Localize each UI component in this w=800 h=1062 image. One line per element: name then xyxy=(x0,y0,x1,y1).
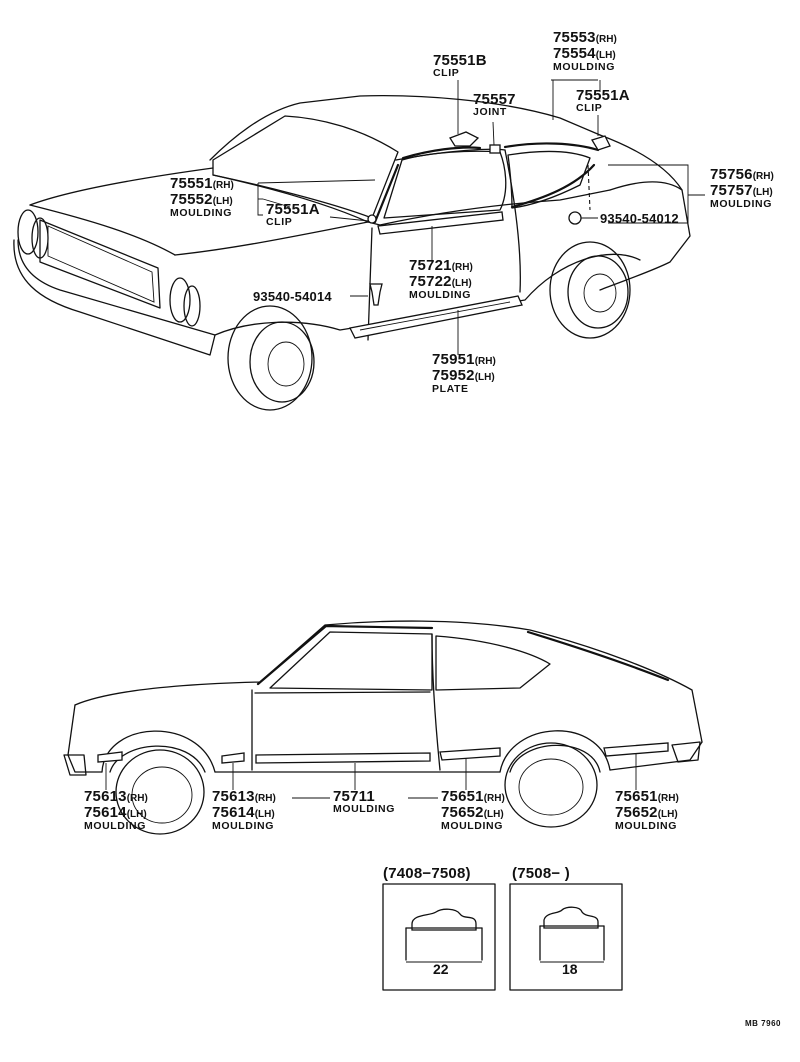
part-number: 93540-54014 xyxy=(253,289,332,304)
section-right-range: (7508− ) xyxy=(512,865,570,882)
section-box-right xyxy=(509,883,623,991)
part-number: 75652 xyxy=(441,804,484,821)
part-description: MOULDING xyxy=(615,820,677,832)
callout-75613-rear: 75613(RH) 75614(LH) MOULDING xyxy=(212,789,276,832)
part-description: MOULDING xyxy=(333,803,395,815)
part-number: 75952 xyxy=(432,367,475,384)
part-number: 75652 xyxy=(615,804,658,821)
part-number: 75551A xyxy=(266,201,320,218)
side-suffix: (LH) xyxy=(595,50,616,61)
side-suffix: (RH) xyxy=(254,793,276,804)
part-description: MOULDING xyxy=(710,198,772,210)
side-car-drawing xyxy=(63,620,703,835)
part-number: 75553 xyxy=(553,29,596,46)
callout-75551-75552: 75551(RH) 75552(LH) MOULDING xyxy=(170,176,234,219)
top-leader-lines xyxy=(257,79,705,355)
side-suffix: (LH) xyxy=(451,278,472,289)
side-suffix: (RH) xyxy=(752,171,774,182)
part-number: 75711 xyxy=(333,788,375,805)
part-number: 75951 xyxy=(432,351,475,368)
side-suffix: (LH) xyxy=(474,372,495,383)
part-number: 75722 xyxy=(409,273,452,290)
callout-75651-door: 75651(RH) 75652(LH) MOULDING xyxy=(441,789,505,832)
part-number: 75614 xyxy=(84,804,127,821)
part-description: PLATE xyxy=(432,383,469,395)
callout-75551a-top: 75551A CLIP xyxy=(576,88,630,114)
part-number: 75651 xyxy=(615,788,658,805)
callout-75951-75952: 75951(RH) 75952(LH) PLATE xyxy=(432,352,496,395)
callout-75711: 75711 MOULDING xyxy=(333,789,395,815)
section-box-left xyxy=(382,883,496,991)
part-number: 75551A xyxy=(576,87,630,104)
callout-75721-75722: 75721(RH) 75722(LH) MOULDING xyxy=(409,258,473,301)
side-suffix: (RH) xyxy=(212,180,234,191)
part-description: MOULDING xyxy=(84,820,146,832)
top-car-drawing xyxy=(13,94,691,411)
part-number: 75554 xyxy=(553,45,596,62)
part-description: MOULDING xyxy=(553,61,615,73)
side-suffix: (RH) xyxy=(483,793,505,804)
side-suffix: (LH) xyxy=(126,809,147,820)
drawing-code: MB 7960 xyxy=(745,1019,781,1028)
part-number: 75551B xyxy=(433,52,487,69)
side-suffix: (RH) xyxy=(595,34,617,45)
callout-93540-54014: 93540-54014 xyxy=(253,290,332,303)
part-description: MOULDING xyxy=(212,820,274,832)
side-suffix: (RH) xyxy=(126,793,148,804)
part-number: 75552 xyxy=(170,191,213,208)
part-number: 75757 xyxy=(710,182,753,199)
part-number: 75651 xyxy=(441,788,484,805)
side-suffix: (RH) xyxy=(657,793,679,804)
callout-75557: 75557 JOINT xyxy=(473,92,516,118)
part-number: 75721 xyxy=(409,257,452,274)
side-suffix: (RH) xyxy=(474,356,496,367)
part-description: MOULDING xyxy=(409,289,471,301)
part-number: 75613 xyxy=(84,788,127,805)
part-number: 75551 xyxy=(170,175,213,192)
side-leader-lines xyxy=(105,754,637,799)
part-number: 93540-54012 xyxy=(600,211,679,226)
callout-75756-75757: 75756(RH) 75757(LH) MOULDING xyxy=(710,167,774,210)
side-suffix: (RH) xyxy=(451,262,473,273)
part-description: CLIP xyxy=(433,67,460,79)
callout-75551b: 75551B CLIP xyxy=(433,53,487,79)
side-suffix: (LH) xyxy=(254,809,275,820)
part-description: CLIP xyxy=(266,216,293,228)
callout-75613-front: 75613(RH) 75614(LH) MOULDING xyxy=(84,789,148,832)
callout-93540-54012: 93540-54012 xyxy=(600,212,679,225)
side-suffix: (LH) xyxy=(212,196,233,207)
callout-75551a-left: 75551A CLIP xyxy=(266,202,320,228)
side-suffix: (LH) xyxy=(483,809,504,820)
part-number: 75613 xyxy=(212,788,255,805)
side-suffix: (LH) xyxy=(752,187,773,198)
section-left-dimension: 22 xyxy=(433,961,449,977)
section-left-range: (7408−7508) xyxy=(383,865,471,882)
part-description: MOULDING xyxy=(170,207,232,219)
side-suffix: (LH) xyxy=(657,809,678,820)
callout-75553-75554: 75553(RH) 75554(LH) MOULDING xyxy=(553,30,617,73)
part-number: 75756 xyxy=(710,166,753,183)
part-description: JOINT xyxy=(473,106,507,118)
part-number: 75614 xyxy=(212,804,255,821)
section-right-dimension: 18 xyxy=(562,961,578,977)
callout-75651-rear: 75651(RH) 75652(LH) MOULDING xyxy=(615,789,679,832)
part-description: CLIP xyxy=(576,102,603,114)
part-number: 75557 xyxy=(473,91,516,108)
part-description: MOULDING xyxy=(441,820,503,832)
